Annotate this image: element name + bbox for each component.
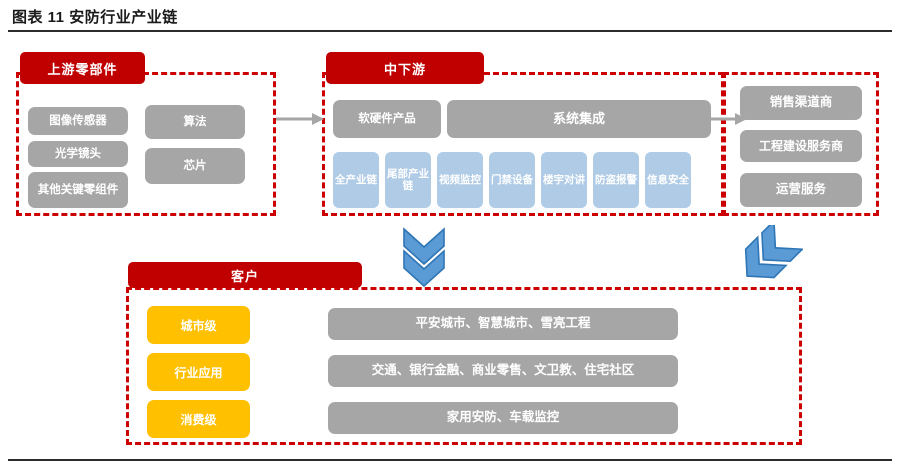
midstream-sub-label: 楼宇对讲	[543, 173, 585, 186]
customer-detail-consumer-level: 家用安防、车载监控	[328, 402, 678, 434]
midstream-sub-full-chain: 全产业链	[333, 152, 379, 208]
midstream-item-label: 系统集成	[552, 110, 605, 126]
midstream-sub-label: 全产业链	[335, 173, 377, 186]
customer-tier-label: 行业应用	[174, 365, 223, 380]
customer-tier-label: 消费级	[180, 412, 217, 427]
midstream-sub-video-surveillance: 视频监控	[437, 152, 483, 208]
midstream-frame	[322, 72, 724, 216]
upstream-frame	[16, 72, 276, 216]
customer-tier-label: 城市级	[180, 318, 217, 333]
customer-tier-city-level: 城市级	[147, 306, 250, 344]
midstream-item-system-integration: 系统集成	[447, 100, 711, 138]
upstream-item-label: 光学镜头	[55, 147, 101, 160]
channel-item-sales-channel: 销售渠道商	[740, 86, 862, 120]
customer-detail-city-level: 平安城市、智慧城市、雪亮工程	[328, 308, 678, 340]
customer-tier-industry-application: 行业应用	[147, 353, 250, 391]
customer-header-label: 客户	[230, 268, 259, 284]
channel-frame	[723, 72, 879, 216]
customer-header: 客户	[128, 262, 362, 288]
midstream-sub-building-intercom: 楼宇对讲	[541, 152, 587, 208]
channel-item-engineering-service: 工程建设服务商	[740, 130, 862, 162]
midstream-sub-information-security: 信息安全	[645, 152, 691, 208]
customer-detail-label: 平安城市、智慧城市、雪亮工程	[415, 316, 591, 331]
channel-item-label: 运营服务	[775, 182, 826, 197]
upstream-item-optical-lens: 光学镜头	[28, 141, 128, 167]
midstream-sub-label: 视频监控	[439, 173, 481, 186]
midstream-item-hardware-software: 软硬件产品	[333, 100, 441, 138]
upstream-item-algorithm: 算法	[145, 105, 245, 139]
midstream-header: 中下游	[326, 52, 484, 84]
upstream-item-label: 芯片	[183, 159, 207, 172]
customer-detail-label: 交通、银行金融、商业零售、文卫教、住宅社区	[371, 363, 635, 378]
arrow-upstream-to-midstream	[276, 112, 324, 126]
upstream-item-label: 算法	[183, 115, 207, 128]
midstream-header-label: 中下游	[383, 61, 426, 77]
upstream-item-image-sensor: 图像传感器	[28, 107, 128, 135]
midstream-sub-access-control: 门禁设备	[489, 152, 535, 208]
channel-item-operation-service: 运营服务	[740, 173, 862, 207]
upstream-item-label: 图像传感器	[49, 114, 107, 127]
page-title: 图表 11 安防行业产业链	[12, 9, 178, 26]
customer-tier-consumer-level: 消费级	[147, 400, 250, 438]
midstream-sub-burglar-alarm: 防盗报警	[593, 152, 639, 208]
midstream-sub-label: 门禁设备	[491, 173, 533, 186]
midstream-sub-tail-chain: 尾部产业链	[385, 152, 431, 208]
midstream-sub-label: 防盗报警	[595, 173, 637, 186]
upstream-header-label: 上游零部件	[47, 61, 118, 77]
midstream-item-label: 软硬件产品	[358, 112, 416, 125]
chevron-down-icon	[401, 226, 447, 288]
midstream-sub-label: 信息安全	[647, 173, 689, 186]
upstream-item-label: 其他关键零组件	[37, 183, 119, 196]
channel-item-label: 销售渠道商	[769, 95, 833, 110]
figure-divider-bottom	[8, 459, 892, 461]
customer-detail-label: 家用安防、车载监控	[446, 410, 560, 425]
customer-detail-industry-application: 交通、银行金融、商业零售、文卫教、住宅社区	[328, 355, 678, 387]
arrow-midstream-to-channel	[703, 112, 747, 126]
upstream-item-other-components: 其他关键零组件	[28, 172, 128, 208]
upstream-item-chip: 芯片	[145, 148, 245, 184]
customer-frame	[126, 287, 802, 445]
channel-item-label: 工程建设服务商	[758, 138, 843, 153]
upstream-header: 上游零部件	[20, 52, 145, 84]
chevron-down-left-icon	[735, 225, 803, 289]
midstream-sub-label: 尾部产业链	[387, 167, 429, 192]
title-divider-top	[8, 30, 892, 32]
